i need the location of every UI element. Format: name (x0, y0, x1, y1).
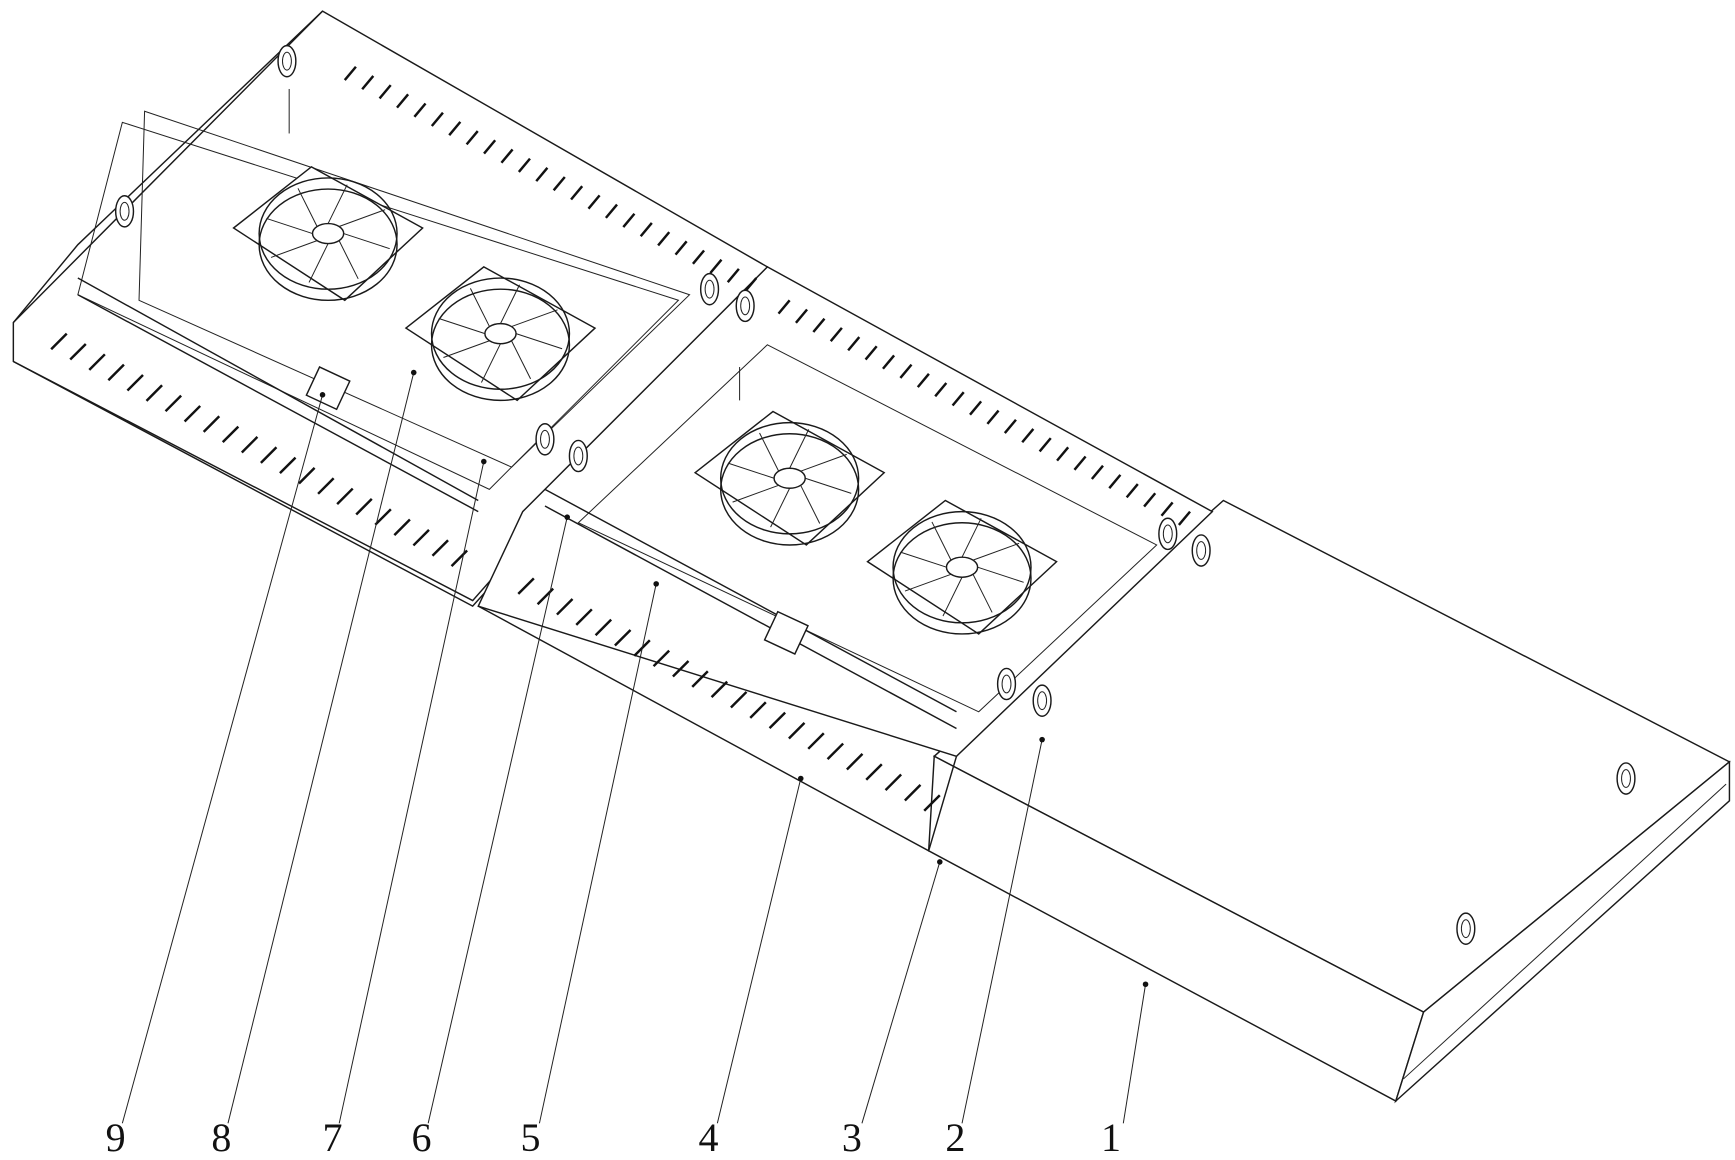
leader-arrowhead (320, 392, 326, 398)
leader-arrowhead (937, 859, 943, 865)
vent-slot (770, 713, 786, 729)
callout-labels: 9 8 7 6 5 4 3 2 1 (106, 1115, 1121, 1160)
vent-slot (750, 702, 766, 718)
vent-slot (905, 785, 921, 801)
vent-slot (789, 723, 805, 739)
callout-7: 7 (323, 1115, 343, 1160)
leader-arrowhead (481, 459, 487, 465)
eye-bolt (536, 424, 554, 455)
callout-3: 3 (842, 1115, 862, 1160)
leader-arrowhead (1039, 737, 1045, 743)
leader-arrowhead (1143, 981, 1149, 987)
eye-bolt (736, 290, 754, 321)
vent-slot (808, 733, 824, 749)
leader-arrowhead (653, 581, 659, 587)
eye-bolt (1617, 763, 1635, 794)
eye-bolt (116, 196, 134, 227)
eye-bolt (1192, 535, 1210, 566)
eye-bolt (1159, 518, 1177, 549)
leader-arrowhead (564, 514, 570, 520)
leader-line (717, 779, 800, 1124)
leader-line (122, 395, 322, 1123)
vent-slot (828, 744, 844, 760)
callout-8: 8 (211, 1115, 231, 1160)
eye-bolt (278, 46, 296, 77)
vent-slot (731, 692, 747, 708)
vent-slot (847, 754, 863, 770)
callout-2: 2 (945, 1115, 965, 1160)
leader-line (539, 584, 656, 1123)
eye-bolt (701, 274, 719, 305)
leader-arrowhead (411, 370, 417, 376)
callout-4: 4 (698, 1115, 718, 1160)
leader-line (862, 862, 940, 1123)
vent-slot (866, 764, 882, 780)
eye-bolt (569, 440, 587, 471)
leader-line (1123, 984, 1145, 1123)
eye-bolt (1033, 685, 1051, 716)
eye-bolt (998, 668, 1016, 699)
leader-arrowhead (798, 776, 804, 782)
callout-9: 9 (106, 1115, 126, 1160)
vent-slot (712, 682, 728, 698)
callout-6: 6 (412, 1115, 432, 1160)
eye-bolt (1457, 913, 1475, 944)
vent-slot (886, 775, 902, 791)
callout-5: 5 (521, 1115, 541, 1160)
callout-1: 1 (1101, 1115, 1121, 1160)
